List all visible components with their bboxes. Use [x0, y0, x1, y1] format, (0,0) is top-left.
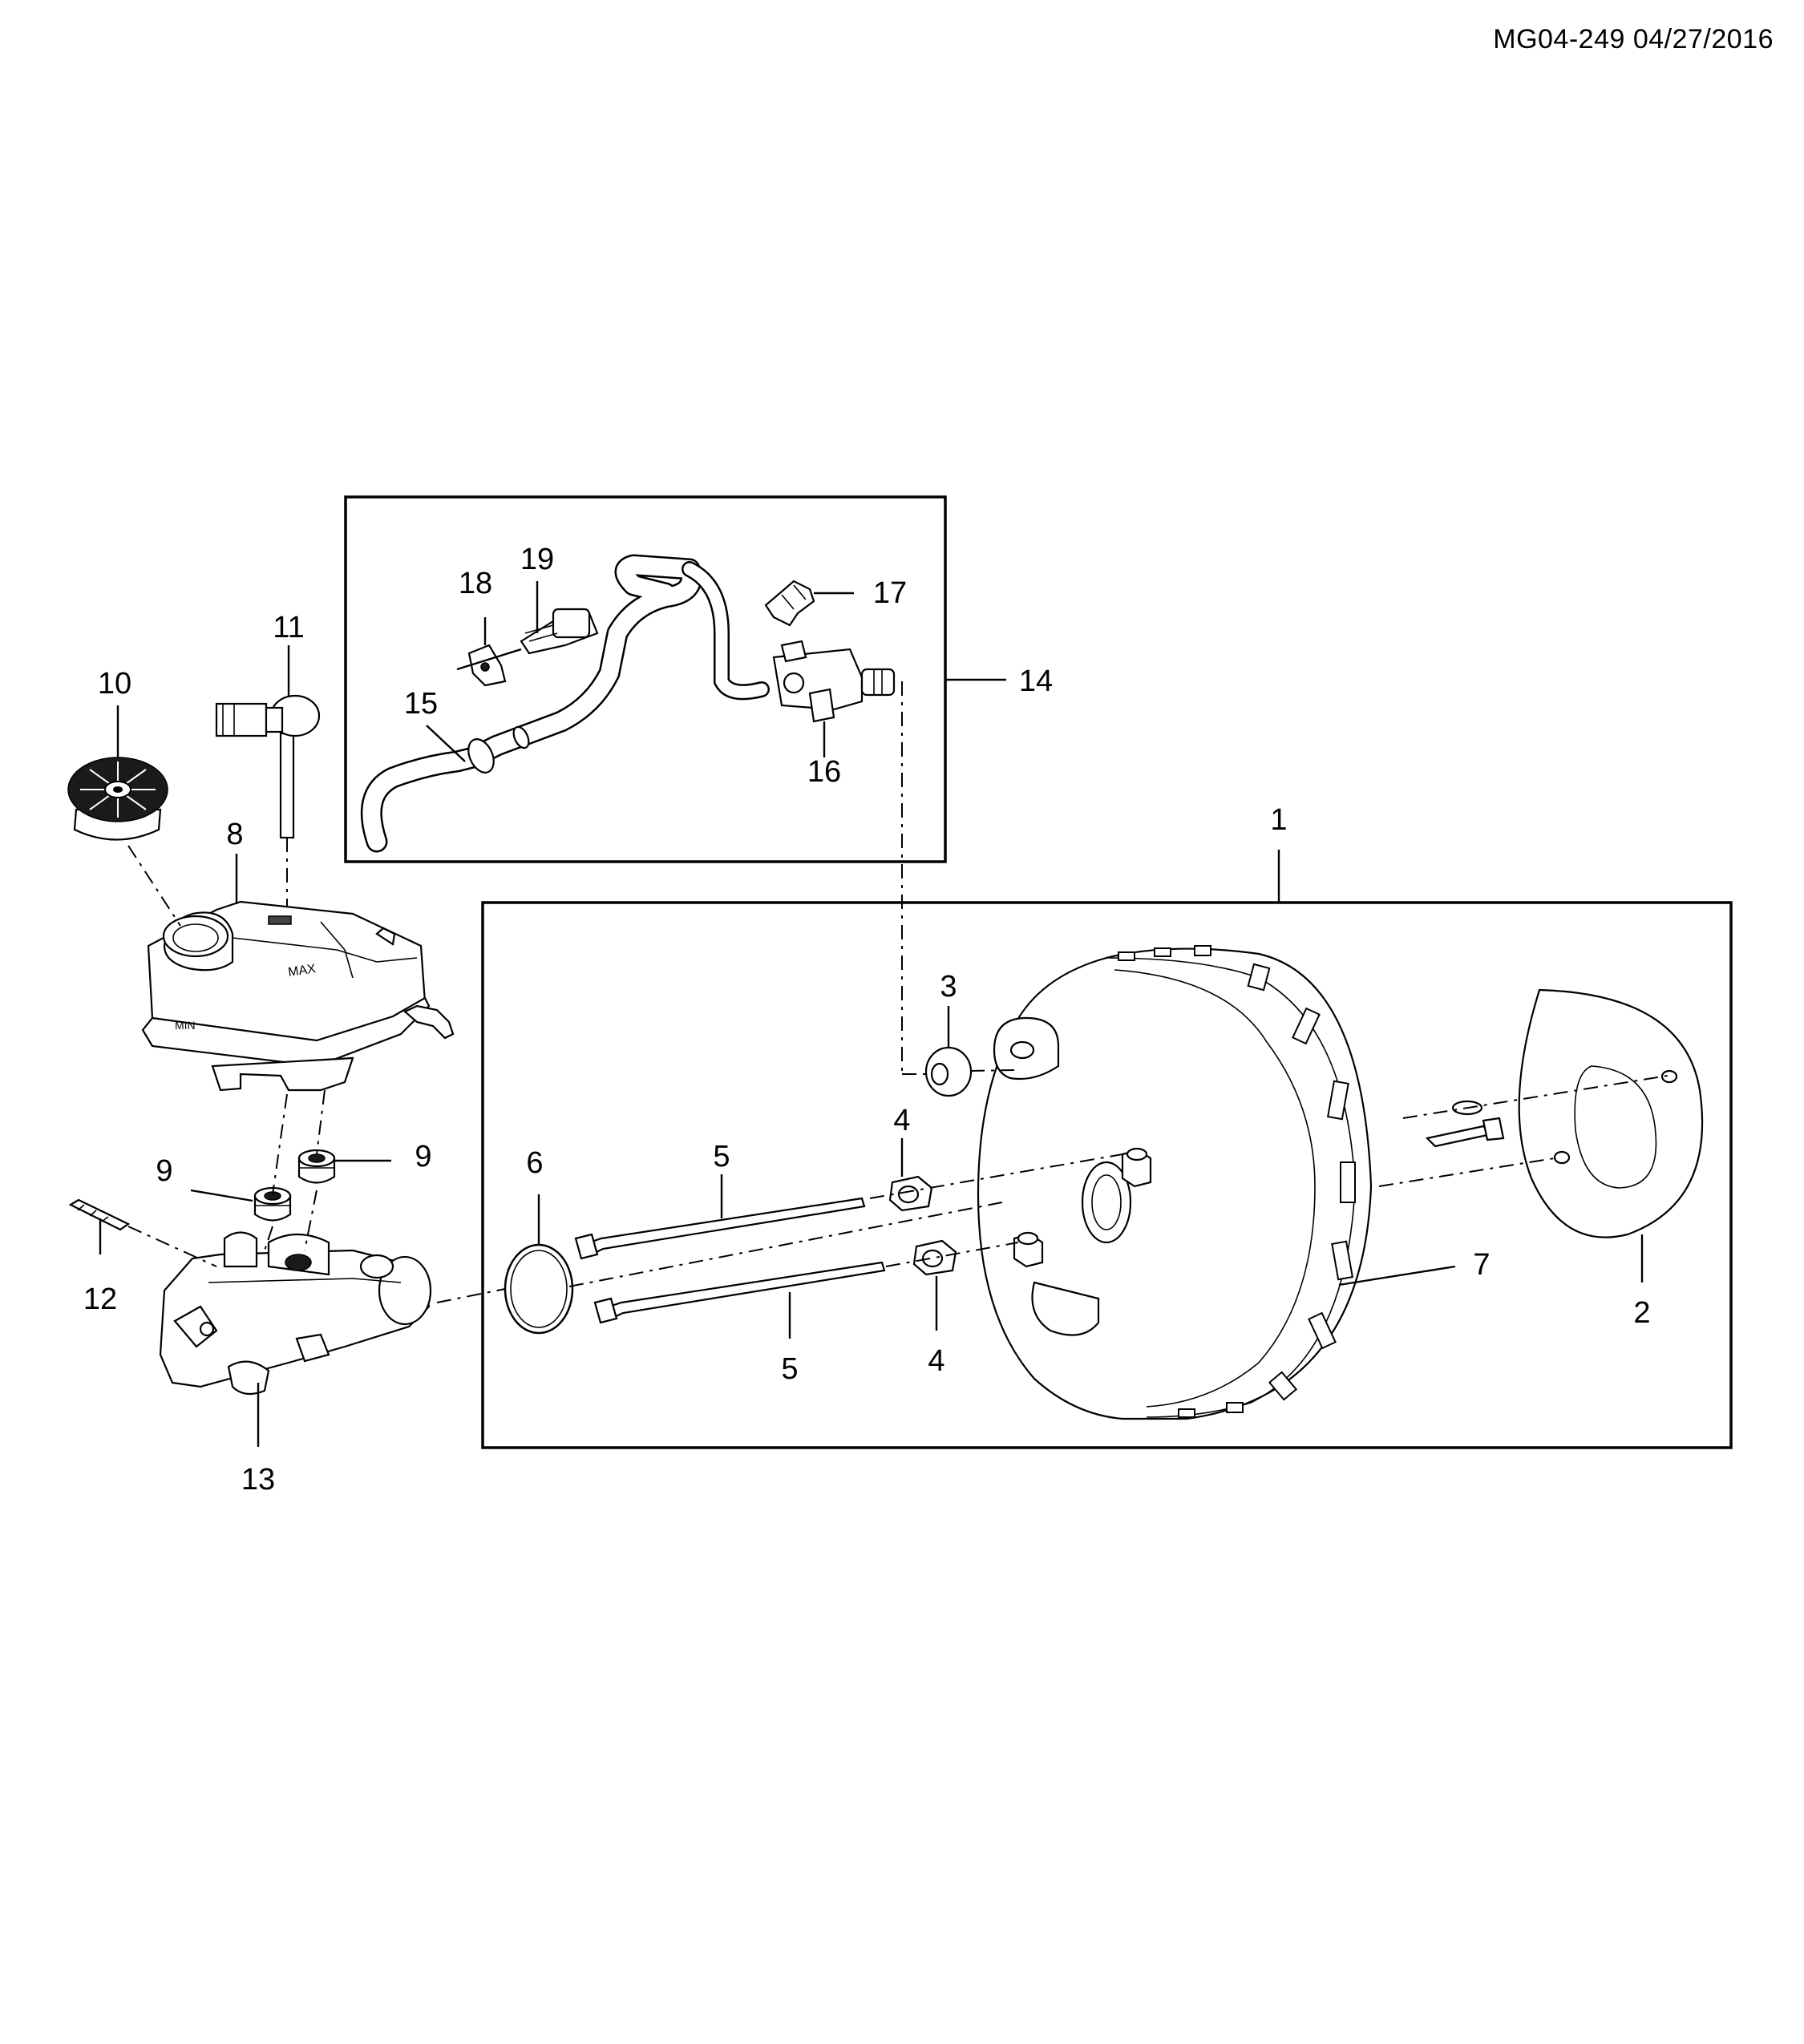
callout-11: 11	[273, 611, 304, 644]
callout-2: 2	[1633, 1296, 1650, 1330]
callout-18: 18	[459, 567, 492, 600]
seal-3	[924, 1046, 973, 1097]
callout-labels: 1 2 3 4 4 5 5 6 7 8 9 9 10 11 12 13 14 1…	[83, 543, 1651, 1497]
leader-lines	[99, 581, 1644, 1447]
callout-9-right: 9	[415, 1140, 431, 1173]
brake-booster-7	[977, 945, 1483, 1420]
gasket-2	[1518, 988, 1704, 1238]
bolt-5-upper	[574, 1197, 866, 1260]
o-ring-6	[504, 1243, 574, 1335]
bolt-5-lower	[593, 1261, 886, 1324]
callout-7: 7	[1473, 1248, 1490, 1282]
grommet-9-right	[297, 1149, 336, 1184]
fitting-18	[456, 644, 522, 687]
callout-9-left: 9	[156, 1154, 172, 1188]
callout-4-lower: 4	[928, 1344, 944, 1378]
callout-5-lower: 5	[781, 1352, 798, 1386]
callout-3: 3	[940, 970, 957, 1004]
fluid-reservoir-8: MAX MIN	[141, 900, 455, 1092]
callout-4-upper: 4	[893, 1104, 910, 1137]
grommet-9-left	[253, 1186, 292, 1222]
callout-12: 12	[83, 1283, 117, 1316]
vacuum-hose-15	[360, 554, 770, 853]
reservoir-max-mark: MAX	[287, 962, 317, 980]
check-valve-16	[772, 640, 896, 723]
master-cylinder-13	[159, 1231, 432, 1396]
callout-10: 10	[98, 667, 131, 701]
callout-17: 17	[873, 576, 907, 610]
callout-19: 19	[520, 543, 554, 576]
callout-14: 14	[1019, 665, 1053, 698]
frame-group-14	[344, 495, 947, 863]
diagram-code-date: MG04-249 04/27/2016	[1493, 24, 1774, 55]
callout-16: 16	[807, 755, 841, 789]
callout-15: 15	[404, 687, 438, 721]
callout-1: 1	[1270, 803, 1287, 837]
callout-5-upper: 5	[713, 1140, 730, 1173]
nut-4-upper	[888, 1175, 933, 1212]
pressure-sensor-19	[520, 608, 599, 655]
level-sensor-11	[215, 694, 321, 839]
alignment-lines	[127, 681, 1668, 1303]
reservoir-cap-10	[67, 757, 168, 841]
callout-13: 13	[241, 1463, 275, 1497]
reservoir-min-mark: MIN	[175, 1019, 196, 1032]
callout-8: 8	[226, 818, 243, 851]
booster-rear-studs	[1425, 1117, 1505, 1148]
frame-group-1	[481, 901, 1733, 1449]
nut-4-lower	[912, 1239, 957, 1276]
clip-17	[764, 580, 815, 627]
stud-12	[68, 1198, 131, 1231]
callout-6: 6	[526, 1146, 543, 1180]
